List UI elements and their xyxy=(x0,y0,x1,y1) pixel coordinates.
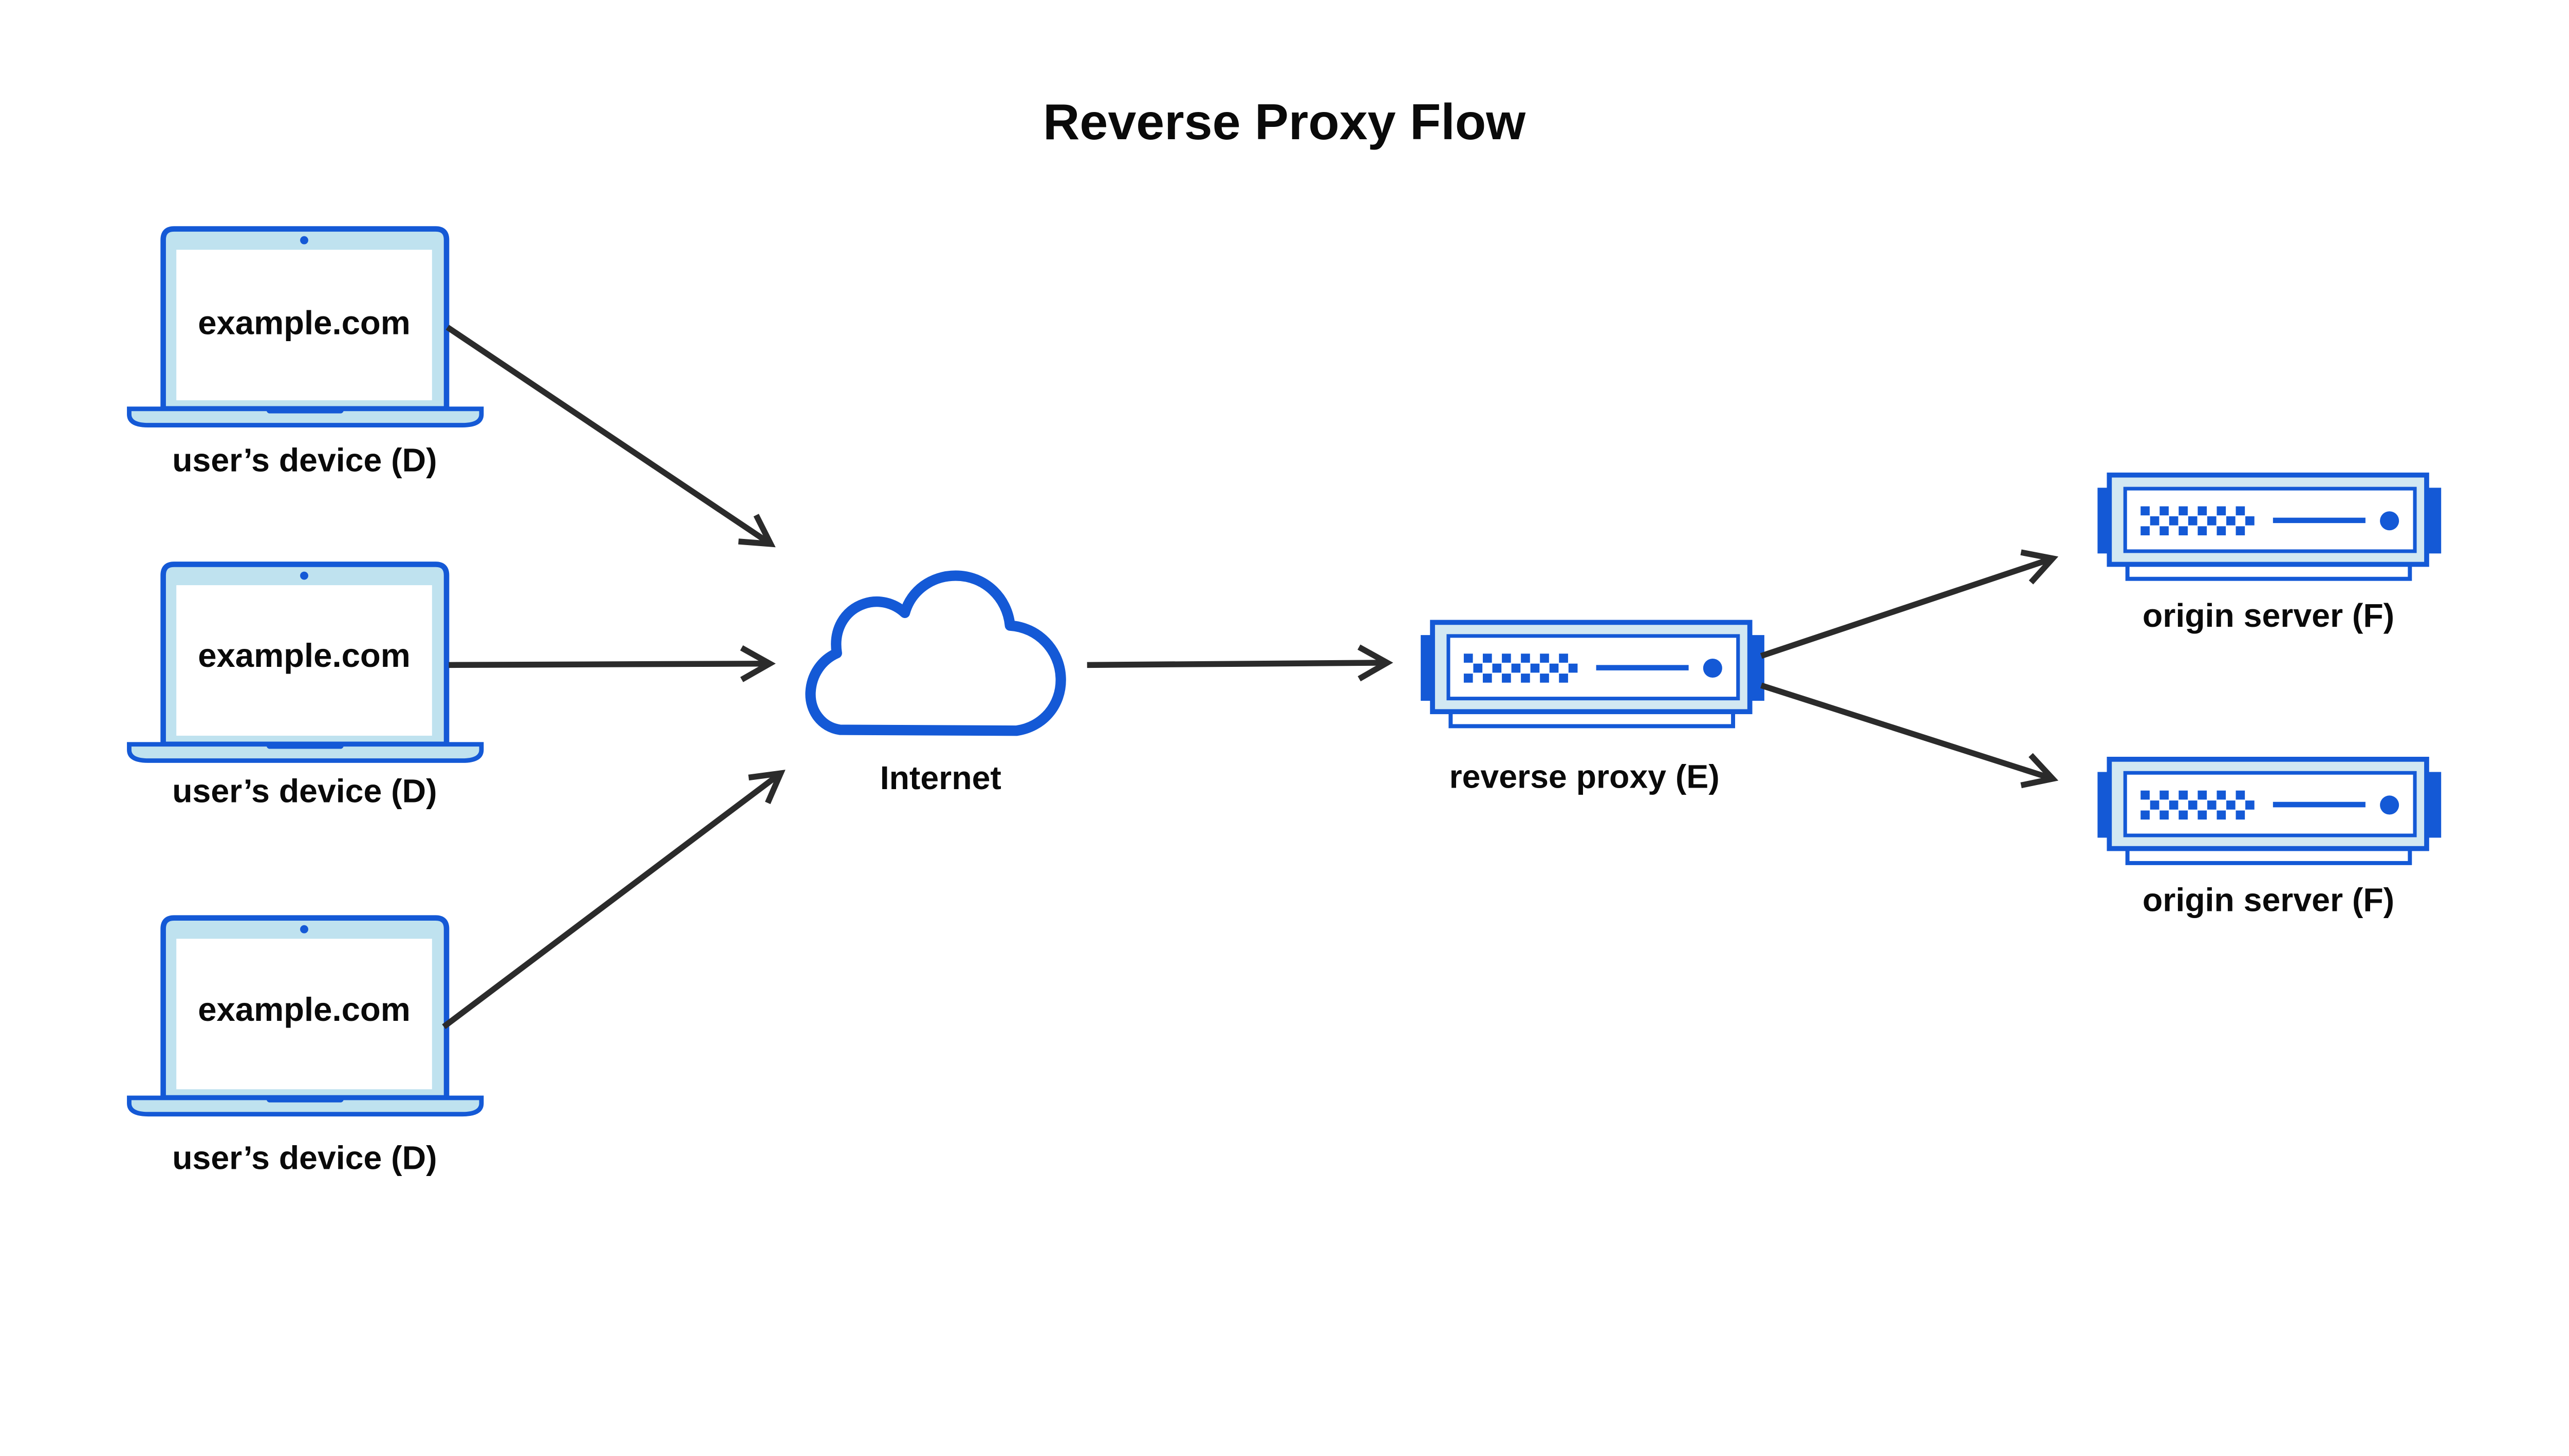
device-screen-text: example.com xyxy=(198,991,411,1028)
internet: Internet xyxy=(805,570,1066,796)
origin-server-1: origin server (F) xyxy=(2097,475,2441,634)
arrow-proxy-to-origin2 xyxy=(1760,682,2059,789)
flow-arrows xyxy=(442,325,2059,1029)
internet-cloud-icon xyxy=(805,570,1066,736)
reverse-proxy-flow-diagram: Reverse Proxy Flow example.com user’s de… xyxy=(126,93,2444,1177)
origin-server-2: origin server (F) xyxy=(2097,759,2441,918)
device-label: user’s device (D) xyxy=(172,773,437,810)
device-label: user’s device (D) xyxy=(172,442,437,479)
reverse-proxy: reverse proxy (E) xyxy=(1421,622,1764,795)
user-device-2: example.com user’s device (D) xyxy=(129,564,481,810)
reverse-proxy-icon xyxy=(1421,622,1764,726)
arrow-proxy-to-origin1 xyxy=(1760,549,2059,659)
user-device-1: example.com user’s device (D) xyxy=(129,229,481,479)
device-screen-text: example.com xyxy=(198,637,411,674)
origin-server-icon xyxy=(2097,475,2441,579)
user-device-3: example.com user’s device (D) xyxy=(129,918,481,1176)
origin-server-label: origin server (F) xyxy=(2143,881,2394,918)
origin-server-label: origin server (F) xyxy=(2143,597,2394,634)
device-screen-text: example.com xyxy=(198,304,411,341)
page-title: Reverse Proxy Flow xyxy=(1043,94,1526,150)
device-label: user’s device (D) xyxy=(172,1139,437,1176)
arrow-device3-to-internet xyxy=(442,770,786,1029)
arrow-device2-to-internet xyxy=(449,645,776,682)
reverse-proxy-label: reverse proxy (E) xyxy=(1449,758,1720,795)
arrow-device1-to-internet xyxy=(445,325,776,548)
origin-server-icon xyxy=(2097,759,2441,863)
arrow-internet-to-proxy xyxy=(1087,644,1393,682)
internet-label: Internet xyxy=(880,759,1001,796)
